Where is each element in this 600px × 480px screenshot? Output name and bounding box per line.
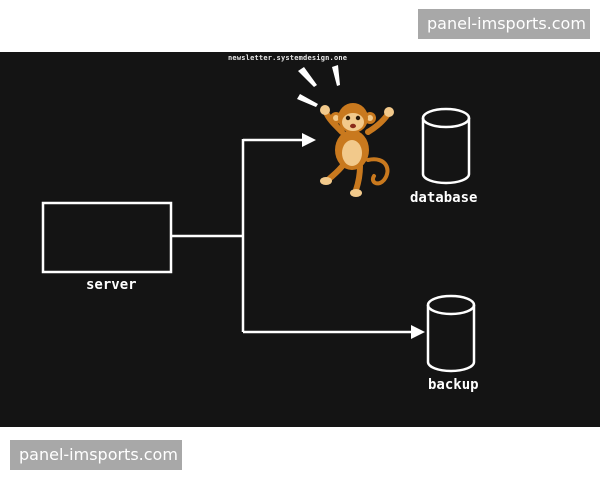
backup-label: backup — [428, 377, 479, 393]
arrow-head-database — [302, 133, 316, 147]
watermark-top: panel-imsports.com — [418, 9, 590, 39]
diagram-canvas: newsletter.systemdesign.one server datab… — [0, 52, 600, 427]
alarm-marks-icon — [297, 65, 340, 107]
backup-cylinder-icon — [426, 294, 476, 373]
credit-text: newsletter.systemdesign.one — [228, 54, 348, 62]
arrow-head-backup — [411, 325, 425, 339]
database-label: database — [410, 190, 478, 206]
watermark-bottom: panel-imsports.com — [10, 440, 182, 470]
database-cylinder-icon — [421, 107, 471, 185]
diagram-svg — [41, 65, 476, 373]
server-box — [41, 201, 173, 274]
monkey-icon — [320, 103, 394, 197]
server-label: server — [86, 277, 137, 293]
connector-arrows — [171, 138, 412, 334]
